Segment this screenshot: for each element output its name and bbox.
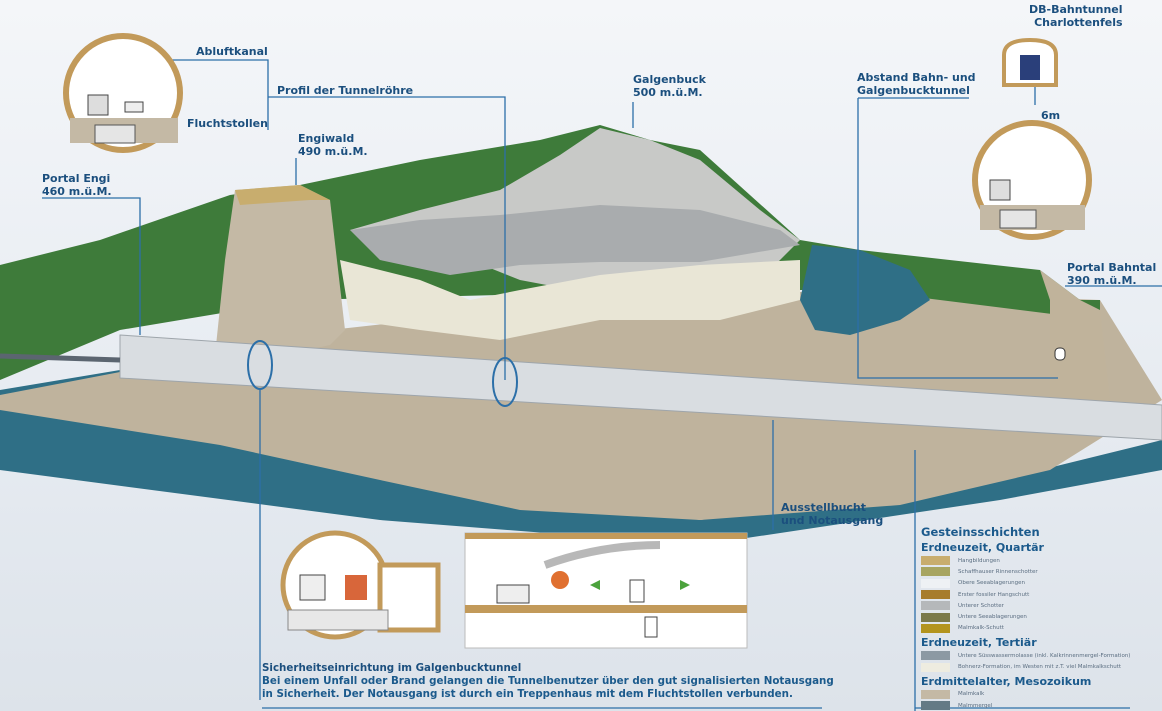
legend-item: Malmmergel [921, 700, 1153, 711]
legend-swatch [921, 651, 950, 661]
db-tunnel-illustration [1002, 37, 1058, 87]
rail-tunnel-portal-icon [1054, 347, 1066, 361]
emergency-exit-illustration [464, 532, 748, 649]
label-profil: Profil der Tunnelröhre [277, 84, 414, 97]
label-abluftkanal: Abluftkanal [196, 45, 268, 58]
legend-item: Erster fossiler Hangschutt [921, 589, 1153, 600]
unterer-schotter-layer [350, 205, 800, 275]
bohnerz-layer [340, 260, 800, 340]
legend-label: Malmkalk-Schutt [958, 625, 1004, 632]
engiwald-rock [215, 185, 345, 360]
legend-swatch [921, 623, 950, 633]
legend-swatch [921, 567, 950, 577]
tube-profile-marker [247, 340, 273, 390]
legend-swatch [921, 590, 950, 600]
legend-item: Hangbildungen [921, 555, 1153, 566]
legend-group-title: Erdmittelalter, Mesozoikum [921, 674, 1092, 688]
legend-item: Untere Süsswassermolasse (inkl. Kalkrinn… [921, 650, 1153, 661]
tunnel-tube [119, 334, 1162, 441]
legend-item: Malmkalk [921, 689, 1153, 700]
legend-swatch [921, 689, 950, 699]
legend-label: Schaffhauser Rinnenschotter [958, 568, 1038, 575]
legend-group-title: Erdneuzeit, Tertiär [921, 636, 1037, 650]
legend-label: Bohnerz-Formation, im Westen mit z.T. vi… [958, 664, 1122, 671]
legend-swatch [921, 662, 950, 672]
legend-swatch [921, 556, 950, 566]
legend-item: Schaffhauser Rinnenschotter [921, 566, 1153, 577]
legend-item: Untere Seeablagerungen [921, 611, 1153, 622]
legend-swatch [921, 578, 950, 588]
seeablagerungen-water [800, 245, 930, 335]
legend-item: Unterer Schotter [921, 600, 1153, 611]
portal-bahntal-rock [1040, 270, 1110, 420]
tunnel-profile-illustration [63, 33, 183, 153]
legend-label: Erster fossiler Hangschutt [958, 591, 1030, 598]
galgenbuck-profile-illustration [972, 120, 1092, 240]
legend-label: Obere Seeablagerungen [958, 580, 1025, 587]
legend-swatch [921, 612, 950, 622]
access-road [0, 353, 121, 363]
legend-label: Untere Süsswassermolasse (inkl. Kalkrinn… [958, 652, 1131, 659]
legend-title: Gesteinsschichten [921, 525, 1040, 539]
legend-item: Malmkalk-Schutt [921, 623, 1153, 634]
legend-label: Untere Seeablagerungen [958, 614, 1027, 621]
legend-item: Bohnerz-Formation, im Westen mit z.T. vi… [921, 661, 1153, 672]
escape-stair-illustration [280, 530, 441, 640]
label-distance: 6m [1041, 109, 1061, 122]
caption-line: Bei einem Unfall oder Brand gelangen die… [262, 675, 834, 687]
leader-lines [42, 59, 1162, 711]
safety-caption: Sicherheitseinrichtung im Galgenbucktunn… [262, 662, 834, 701]
legend-label: Malmkalk [958, 691, 985, 698]
legend-item: Obere Seeablagerungen [921, 578, 1153, 589]
legend-label: Hangbildungen [958, 557, 1000, 564]
legend-label: Malmmergel [958, 702, 993, 709]
hangbildungen-layer [235, 185, 330, 205]
legend-swatch [921, 701, 950, 711]
legend-group-title: Erdneuzeit, Quartär [921, 541, 1044, 554]
legend-swatch [921, 601, 950, 611]
label-fluchtstollen: Fluchtstollen [187, 117, 268, 130]
caption-title: Sicherheitseinrichtung im Galgenbucktunn… [262, 662, 522, 674]
legend-label: Unterer Schotter [958, 602, 1004, 609]
caption-line: in Sicherheit. Der Notausgang ist durch … [262, 688, 793, 700]
